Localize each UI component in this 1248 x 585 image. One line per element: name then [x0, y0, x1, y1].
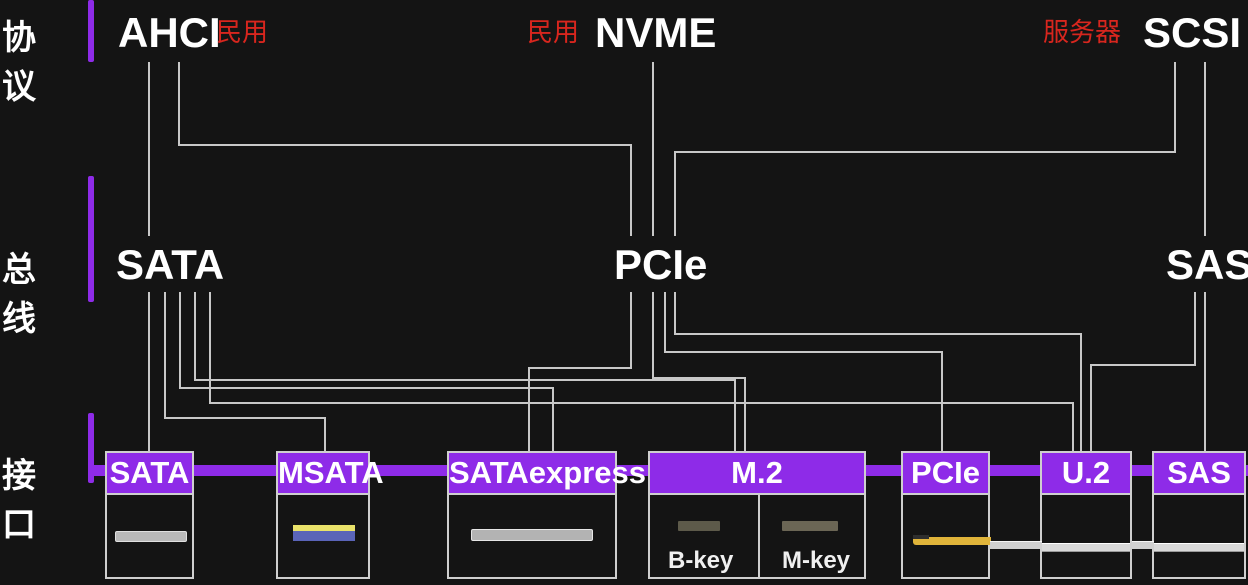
wire-ahci-pcie: [178, 62, 632, 236]
interface-box-sataexpress: SATAexpress: [447, 451, 646, 579]
pcie-card-icon: [913, 537, 991, 545]
interface-title-sataexpress: SATAexpress: [449, 453, 646, 495]
interface-title-sas: SAS: [1154, 453, 1244, 495]
sataexpress-connector-icon: [471, 529, 593, 541]
wire-pcie-u2: [674, 292, 1082, 452]
wire-sata-u2: [209, 292, 1074, 452]
row-label-interface: 接 口: [2, 456, 42, 545]
row-label-protocol: 协 议: [2, 18, 42, 107]
sata-connector-icon: [115, 531, 187, 542]
wire-sata-sataexpress: [179, 292, 554, 452]
row-label-bus: 总 线: [2, 250, 42, 339]
sas-cable-icon: [1154, 543, 1244, 552]
m2-key-divider: [758, 493, 760, 577]
protocol-ahci-tag: 民用: [216, 18, 269, 48]
bkey-connector-icon: [678, 521, 720, 531]
interface-box-sata: SATA: [105, 451, 194, 579]
wire-sata-msata: [164, 292, 326, 452]
m2-mkey-label: M-key: [782, 547, 851, 574]
msata-pins-icon: [293, 525, 355, 531]
interface-title-sata: SATA: [107, 453, 192, 495]
interface-box-msata: MSATA: [276, 451, 384, 579]
interface-title-m2: M.2: [650, 453, 864, 495]
wire-pcie-sataexpress: [528, 292, 632, 452]
bus-pcie: PCIe: [614, 241, 708, 288]
bus-sas: SAS: [1166, 241, 1248, 288]
protocol-nvme: NVME: [595, 9, 717, 56]
interface-box-m2: M.2 B-key M-key: [648, 451, 866, 579]
pcie-slot-notch-icon: [913, 535, 929, 539]
pcie-u2-cable-segment: [990, 541, 1042, 549]
wire-scsi-pcie: [674, 62, 1176, 236]
bus-accent-bar: [88, 176, 94, 302]
protocol-scsi: SCSI: [1143, 9, 1242, 56]
interface-box-sas: SAS: [1152, 451, 1246, 579]
protocol-nvme-tag: 民用: [527, 18, 580, 48]
wire-sata-m2: [194, 292, 736, 452]
interface-title-pcie: PCIe: [903, 453, 988, 495]
protocol-ahci: AHCI: [118, 9, 221, 56]
wire-sas-u2: [1090, 292, 1196, 452]
wire-pcie-pcie: [664, 292, 943, 452]
interface-title-u2: U.2: [1042, 453, 1130, 495]
interface-accent-bar: [88, 413, 94, 483]
msata-board-icon: [293, 531, 355, 541]
interface-box-u2: U.2: [1040, 451, 1132, 579]
wire-pcie-m2: [652, 292, 746, 452]
m2-bkey-label: B-key: [668, 547, 734, 574]
interface-title-msata: MSATA: [278, 453, 384, 495]
u2-cable-icon: [1042, 543, 1130, 552]
u2-sas-cable-segment: [1132, 541, 1154, 549]
protocol-scsi-tag: 服务器: [1043, 18, 1122, 48]
bus-sata: SATA: [116, 241, 225, 288]
protocol-accent-bar: [88, 0, 94, 62]
mkey-connector-icon: [782, 521, 838, 531]
interface-box-pcie: PCIe: [901, 451, 991, 579]
